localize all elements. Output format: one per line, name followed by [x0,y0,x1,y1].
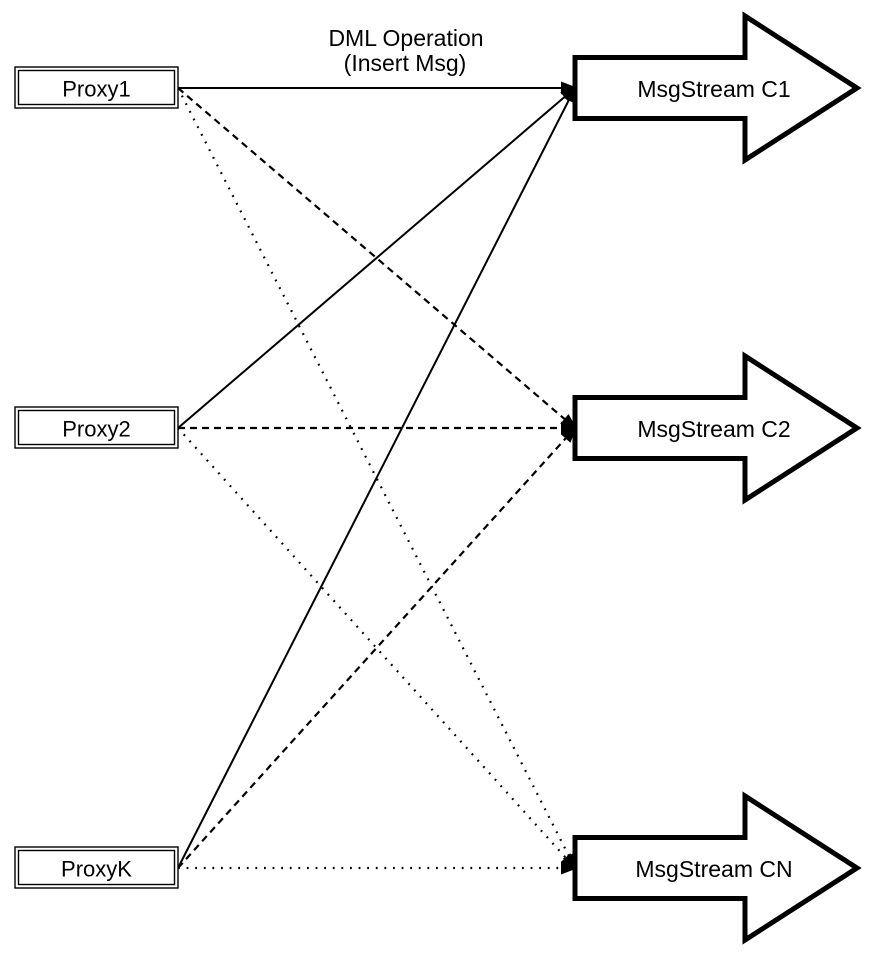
proxy2-box-inner [17,409,176,446]
edge-proxy1-to-c2 [177,87,576,429]
annotation-line2: (Insert Msg) [344,50,467,76]
msgstream-c1-label: MsgStream C1 [637,76,790,102]
arrowhead-proxy2-to-c2 [561,421,578,435]
annotation-dml-operation: DML Operation (Insert Msg) [328,25,483,76]
node-proxy1: Proxy1 [14,66,179,109]
node-proxyk: ProxyK [14,846,179,889]
proxy2-label: Proxy2 [62,417,130,442]
node-msgstream-cn: MsgStream CN [572,791,862,945]
edges [177,81,578,875]
msgstream-cn-arrow-shape [572,791,862,945]
proxyk-box-inner [17,849,176,886]
node-proxy2: Proxy2 [14,406,179,449]
msgstream-c1-arrow-shape [572,11,862,165]
edge-proxyk-to-c1 [177,87,576,869]
annotation-line1: DML Operation [328,25,483,51]
edge-proxyk-to-c2 [177,427,576,869]
node-msgstream-c2: MsgStream C2 [572,351,862,505]
proxy1-label: Proxy1 [62,77,130,102]
node-msgstream-c1: MsgStream C1 [572,11,862,165]
edge-proxy2-to-c1 [177,87,576,429]
msgstream-cn-label: MsgStream CN [635,856,792,882]
proxyk-label: ProxyK [61,857,132,882]
msgstream-c2-label: MsgStream C2 [637,416,790,442]
proxy1-box-inner [17,69,176,106]
msgstream-c2-arrow-shape [572,351,862,505]
arrowhead-proxyk-to-cn [561,861,578,875]
